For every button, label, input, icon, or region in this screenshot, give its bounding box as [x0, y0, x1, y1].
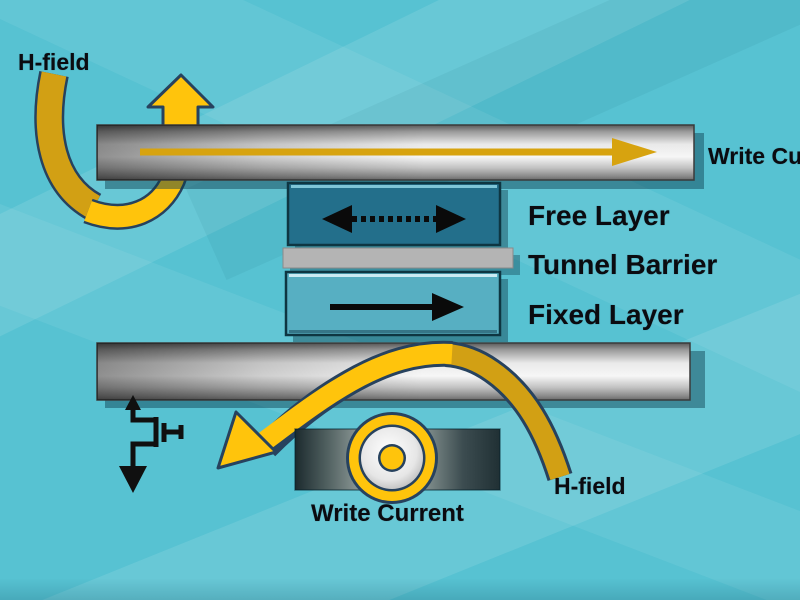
free-layer-magnetization-arrow [322, 205, 466, 233]
write-current-arrow-top [140, 138, 657, 166]
write-current-label-bottom: Write Current [311, 500, 464, 527]
h-field-arc-arrow-bottom [216, 340, 573, 481]
top-write-line-bar [96, 124, 704, 189]
tunnel-barrier-label: Tunnel Barrier [528, 249, 718, 280]
h-field-up-arrow [146, 73, 215, 134]
fixed-layer-box [284, 270, 508, 342]
access-transistor-symbol [119, 395, 184, 493]
h-field-label-top: H-field [18, 49, 90, 75]
h-field-label-bottom: H-field [554, 473, 626, 499]
free-layer-label: Free Layer [528, 200, 670, 231]
current-out-of-page-icon [346, 412, 438, 504]
background-bottom-shade [0, 578, 800, 600]
write-current-label-top: Write Current [708, 143, 800, 169]
fixed-layer-label: Fixed Layer [528, 299, 684, 330]
tunnel-barrier-box [282, 247, 520, 275]
free-layer-box [286, 181, 508, 253]
fixed-layer-magnetization-arrow [330, 293, 464, 321]
write-current-cross-section [294, 412, 501, 504]
